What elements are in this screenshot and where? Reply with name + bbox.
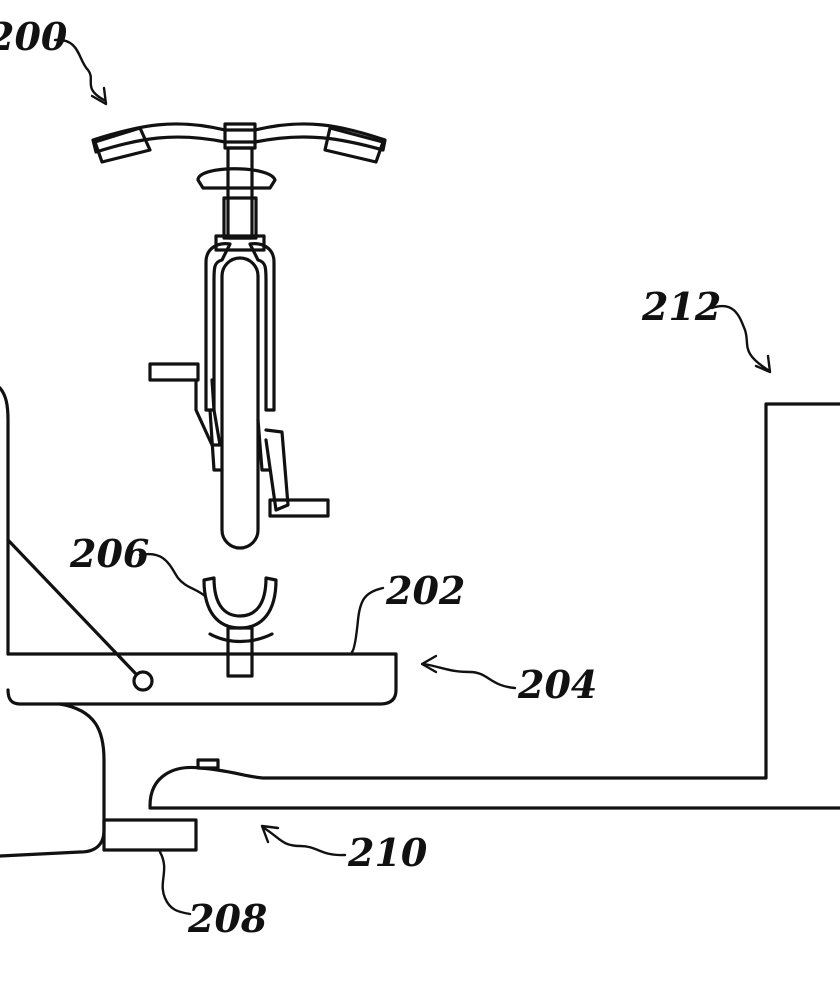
wheel-cradle: [202, 576, 278, 678]
stand-neck: [0, 702, 106, 858]
right-crank-arm: [264, 428, 290, 512]
label-204: 204: [517, 662, 597, 707]
bottom-bracket-right: [256, 418, 272, 472]
bike-lamp: [196, 167, 277, 190]
stand-upright: [0, 386, 10, 656]
reference-numerals: 200 212 206 202 204 210 208: [0, 14, 721, 941]
label-208: 208: [187, 896, 267, 941]
front-wheel: [220, 256, 260, 550]
clamp-tab: [196, 758, 220, 770]
head-tube: [222, 196, 258, 240]
label-210: 210: [347, 830, 428, 875]
arrowhead-210: [260, 824, 280, 844]
arrowhead-200: [90, 86, 108, 106]
leader-206: [138, 552, 207, 598]
pivot-pin: [132, 670, 154, 692]
right-grip: [323, 126, 385, 164]
left-stand: [0, 386, 106, 858]
stem-clamp: [223, 122, 257, 150]
clamp-arm: [148, 402, 840, 808]
leader-202: [350, 586, 385, 654]
bottom-bracket: [208, 408, 224, 472]
label-212: 212: [641, 284, 721, 329]
leaders: [53, 38, 772, 916]
cradle-collar: [208, 632, 274, 644]
fork-right-leg: [248, 242, 276, 412]
handlebar: [91, 122, 387, 154]
platform-body: [6, 652, 398, 706]
label-202: 202: [385, 568, 465, 613]
leader-208: [158, 850, 192, 916]
right-pedal: [268, 498, 330, 518]
cradle-cup: [202, 576, 278, 630]
clamp-block: [102, 818, 198, 852]
platform-tray: [6, 538, 398, 706]
left-pedal: [148, 362, 200, 382]
fork-left-leg: [204, 242, 232, 412]
left-grip: [93, 126, 152, 164]
cradle-post: [226, 626, 254, 678]
label-206: 206: [69, 531, 149, 576]
steerer-tube: [226, 146, 254, 240]
base-clamp: [102, 402, 840, 852]
bicycle: [91, 122, 387, 550]
leader-210: [262, 826, 347, 857]
arrowhead-212: [754, 354, 772, 374]
leader-200: [53, 38, 106, 102]
diagonal-brace: [6, 538, 138, 676]
left-crank-arm: [194, 378, 222, 447]
leader-212: [710, 304, 770, 372]
leader-204: [422, 662, 517, 690]
label-200: 200: [0, 14, 68, 59]
arrowhead-204: [420, 654, 438, 674]
